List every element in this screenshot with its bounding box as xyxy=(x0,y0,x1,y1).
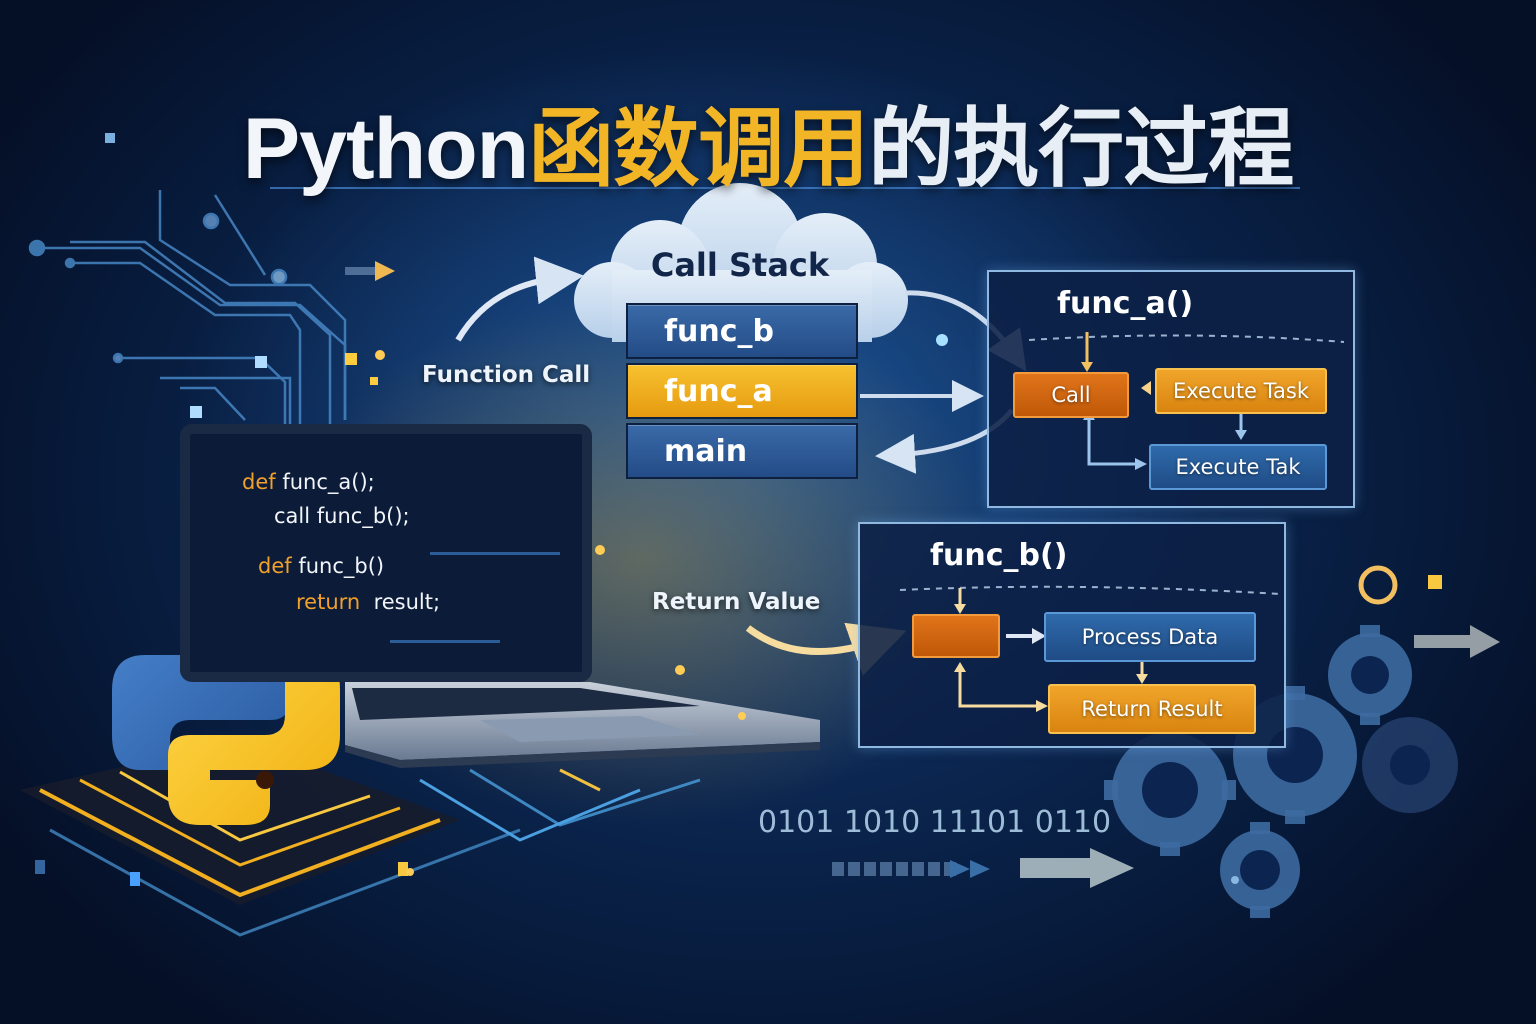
call-stack-title: Call Stack xyxy=(650,246,830,284)
function-call-label: Function Call xyxy=(422,362,591,388)
return-value-label: Return Value xyxy=(652,589,821,615)
gear-teeth-icon xyxy=(1104,625,1380,918)
code-line-3: def func_b() xyxy=(258,554,385,578)
glow-square-icon xyxy=(1428,575,1442,589)
code-highlight-line xyxy=(430,552,560,555)
code-line-4: return result; xyxy=(296,590,441,614)
func-a-connectors xyxy=(1028,332,1345,470)
func-a-panel: func_a() Call Execute Task Execute Tak xyxy=(987,270,1355,508)
title-rest: 的执行过程 xyxy=(868,101,1294,197)
circuit-trace-icon xyxy=(28,190,347,425)
function-call-arrow xyxy=(455,256,584,342)
process-data-box[interactable]: Process Data xyxy=(1044,612,1256,662)
title-python: Python xyxy=(242,101,529,197)
sparkle-dots xyxy=(375,334,1239,884)
func-b-title: func_b() xyxy=(930,538,1068,573)
circuit-square-icon xyxy=(105,133,378,418)
func-b-entry-box[interactable] xyxy=(912,614,1000,658)
call-box[interactable]: Call xyxy=(1013,372,1129,418)
gear-hole-icon xyxy=(1142,656,1430,890)
func-b-panel: func_b() Process Data Return Result xyxy=(858,522,1286,748)
execute-tak-box[interactable]: Execute Tak xyxy=(1149,444,1327,490)
progress-arrow-icon xyxy=(832,860,990,878)
arrow-icon xyxy=(1020,625,1500,888)
laptop-screen: def func_a(); call func_b(); def func_b(… xyxy=(180,424,592,682)
return-result-box[interactable]: Return Result xyxy=(1048,684,1256,734)
circuit-board-icon xyxy=(20,740,701,937)
laptop-icon xyxy=(345,682,820,768)
func-b-connectors xyxy=(899,585,1281,712)
code-line-2: call func_b(); xyxy=(274,504,410,528)
code-line-1: def func_a(); xyxy=(242,470,375,494)
call-stack: func_b func_a main xyxy=(626,303,858,483)
ring-icon xyxy=(1358,565,1398,605)
binary-text: 0101 1010 11101 0110 xyxy=(758,805,1112,840)
stack-frame-func-b[interactable]: func_b xyxy=(626,303,858,359)
func-a-title: func_a() xyxy=(1057,286,1194,321)
stack-frame-func-a[interactable]: func_a xyxy=(626,363,858,419)
code-highlight-line xyxy=(390,640,500,643)
execute-task-box[interactable]: Execute Task xyxy=(1155,368,1327,414)
arrow-icon xyxy=(345,261,395,281)
page-title: Python函数调用的执行过程 xyxy=(0,78,1536,203)
stack-frame-main[interactable]: main xyxy=(626,423,858,479)
title-highlight: 函数调用 xyxy=(528,101,869,197)
